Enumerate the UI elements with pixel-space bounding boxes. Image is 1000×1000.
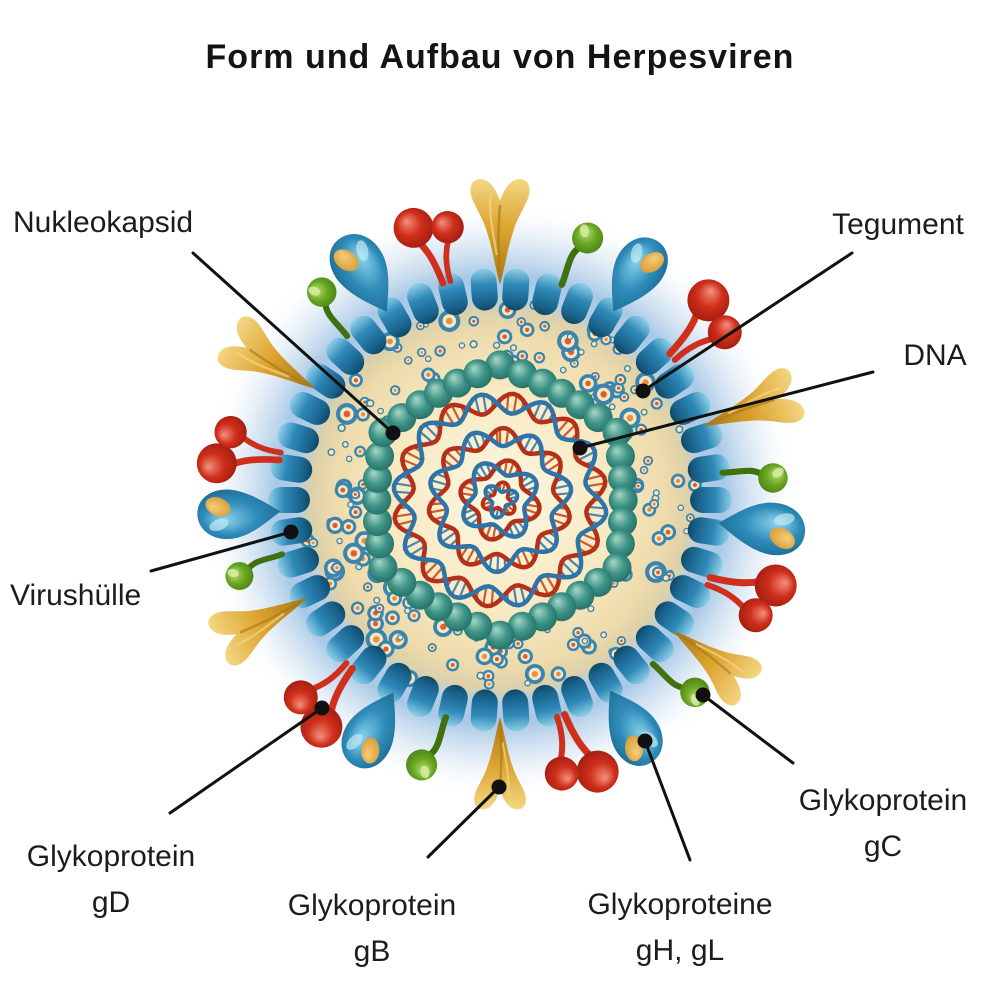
glycoprotein-gold (470, 179, 530, 285)
leader-dot-tegument (635, 383, 651, 399)
glycoproteins (196, 179, 805, 810)
label-glykoproteine-ghgl: Glykoproteine gH, gL (587, 882, 772, 974)
glycoprotein-green (719, 463, 788, 493)
label-glykoprotein-gd: Glykoprotein gD (27, 834, 195, 926)
label-glykoprotein-gc: Glykoprotein gC (799, 778, 967, 870)
leader-line-nukleokapsid (191, 251, 395, 435)
label-dna: DNA (903, 333, 966, 379)
label-nukleokapsid: Nukleokapsid (13, 200, 193, 246)
label-text: gC (863, 830, 903, 863)
annotation-leaders (149, 251, 875, 862)
leader-dot-nukleokapsid (385, 425, 401, 441)
label-text: gD (91, 886, 131, 919)
glycoprotein-green (225, 551, 286, 591)
leader-line-glykoproteine-ghgl (643, 739, 692, 862)
label-glykoprotein-gb: Glykoprotein gB (288, 883, 456, 975)
glycoprotein-gold (702, 368, 805, 427)
label-text: gB (353, 935, 391, 968)
label-text: Glykoprotein (26, 840, 196, 873)
label-text: Nukleokapsid (13, 206, 194, 239)
leader-line-dna (578, 370, 875, 450)
glycoprotein-red (196, 415, 284, 484)
leader-dot-glykoprotein-gd (314, 700, 330, 716)
glycoprotein-red (544, 710, 619, 793)
glycoprotein-red (704, 564, 797, 633)
leader-line-glykoprotein-gb (426, 785, 501, 859)
glycoprotein-gold (208, 598, 308, 666)
glycoprotein-red (666, 279, 742, 363)
leader-line-glykoprotein-gd (168, 706, 324, 815)
label-text: Virushülle (10, 579, 142, 612)
label-text: Glykoprotein (287, 889, 457, 922)
leader-dot-glykoprotein-gb (491, 779, 507, 795)
label-text: DNA (903, 339, 967, 372)
leader-line-tegument (641, 251, 854, 393)
leader-line-glykoprotein-gc (701, 693, 795, 765)
leader-dot-glykoprotein-gc (695, 687, 711, 703)
page-title: Form und Aufbau von Herpesviren (205, 38, 795, 76)
glycoprotein-green (406, 714, 450, 781)
label-text: gH, gL (635, 934, 725, 967)
leader-dot-glykoproteine-ghgl (637, 733, 653, 749)
label-text: Glykoprotein (798, 784, 968, 817)
label-text: Glykoproteine (587, 888, 773, 921)
glycoprotein-blue (329, 234, 389, 312)
glycoprotein-green (558, 222, 604, 288)
label-virushuelle: Virushülle (10, 573, 141, 619)
leader-line-virushuelle (149, 530, 293, 573)
leader-dot-virushuelle (283, 524, 299, 540)
dna-strands (391, 391, 609, 609)
glycoprotein-gold (672, 630, 762, 706)
envelope-bead-ring (268, 268, 732, 732)
glycoprotein-blue (341, 692, 396, 769)
label-tegument: Tegument (832, 202, 964, 248)
glycoprotein-green (307, 277, 351, 340)
label-text: Tegument (832, 208, 964, 241)
glycoprotein-blue (611, 237, 668, 312)
leader-dot-dna (572, 440, 588, 456)
glycoprotein-blue (718, 502, 805, 556)
glycoprotein-gold (217, 316, 315, 389)
glycoprotein-red (393, 207, 464, 287)
glycoprotein-blue (197, 489, 281, 539)
